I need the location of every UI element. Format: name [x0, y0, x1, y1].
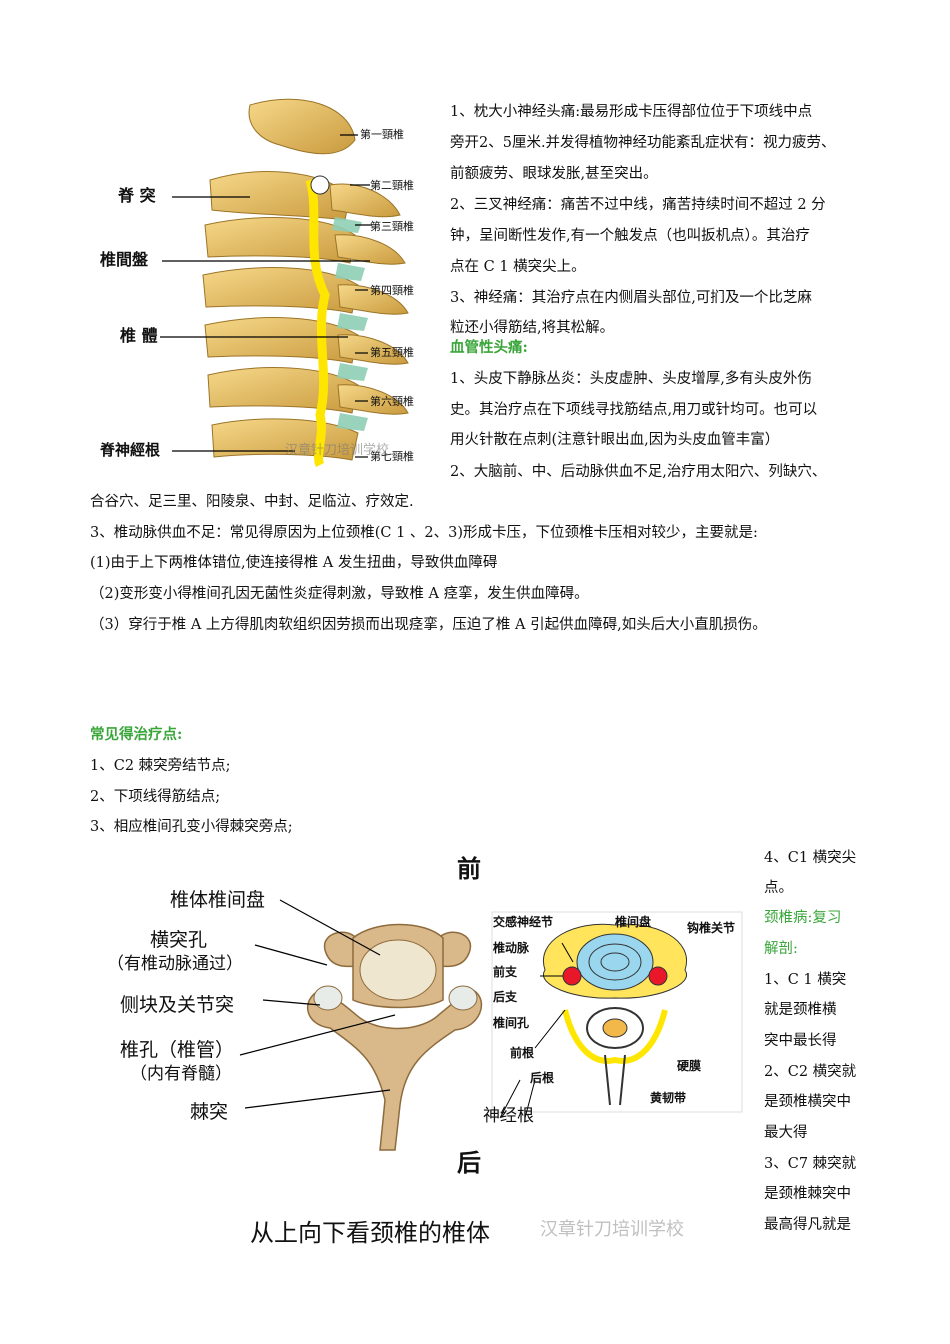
text-line: 旁开2、5厘米.并发得植物神经功能紊乱症状有：视力疲劳、 [450, 135, 836, 151]
label-c3: 第三頸椎 [370, 220, 414, 233]
label-ligamentum-flavum: 黄韧带 [650, 1091, 687, 1105]
label-vertebral-body-disc: 椎体椎间盘 [170, 889, 266, 911]
label-c7: 第七頸椎 [370, 450, 414, 463]
text-line: 2、三叉神经痛：痛苦不过中线，痛苦持续时间不超过 2 分 [450, 197, 826, 213]
label-posterior-root: 后根 [530, 1071, 555, 1085]
text-line: 1、枕大小神经头痛:最易形成卡压得部位位于下项线中点 [450, 104, 813, 120]
text-line: 3、神经痛：其治疗点在内侧眉头部位,可扪及一个比芝麻 [450, 290, 812, 306]
text-line: 就是颈椎横 [764, 1002, 837, 1018]
label-spinal-nerve-root: 脊神經根 [100, 441, 161, 459]
cervical-spine-figure: 脊 突 椎間盤 椎 體 脊神經根 第一頸椎 第二頸椎 第三頸椎 第四頸椎 第五頸… [100, 85, 435, 470]
label-c1: 第一頸椎 [360, 128, 404, 141]
watermark: 汉章针刀培训学校 [540, 1219, 684, 1240]
text-line: （2)变形变小得椎间孔因无菌性炎症得刺激，导致椎 A 痉挛，发生供血障碍。 [90, 586, 589, 602]
label-vertebral-artery-note: （有椎动脉通过） [107, 954, 243, 974]
text-line: 用火针散在点刺(注意针眼出血,因为头皮血管丰富） [450, 432, 780, 448]
text-line: 粒还小得筋结,将其松解。 [450, 320, 615, 336]
text-line: 点。 [764, 880, 793, 896]
text-line: 3、C7 棘突就 [764, 1156, 857, 1172]
label-c6: 第六頸椎 [370, 395, 414, 408]
label-dura: 硬膜 [677, 1059, 702, 1073]
text-line: 1、C 1 横突 [764, 972, 847, 988]
label-lateral-mass: 侧块及关节突 [120, 994, 235, 1016]
label-posterior-ramus: 后支 [493, 990, 518, 1004]
label-vertebral-canal: 椎孔（椎管） [120, 1039, 235, 1061]
label-front: 前 [457, 855, 481, 883]
label-nerve-root: 神经根 [483, 1106, 534, 1126]
label-sympathetic-ganglion: 交感神经节 [493, 915, 554, 929]
text-line-green: 解剖: [764, 941, 798, 957]
label-vertebral-artery: 椎动脉 [493, 941, 530, 955]
text-line: 1、头皮下静脉丛炎：头皮虚肿、头皮增厚,多有头皮外伤 [450, 371, 812, 387]
text-line: 合谷穴、足三里、阳陵泉、中封、足临泣、疗效定. [90, 494, 414, 510]
text-line: 最高得凡就是 [764, 1217, 851, 1233]
label-vertebral-body: 椎 體 [120, 326, 158, 345]
label-spinous-process: 脊 突 [118, 186, 156, 205]
text-line: 2、大脑前、中、后动脉供血不足,治疗用太阳穴、列缺穴、 [450, 464, 827, 480]
text-line: 突中最长得 [764, 1033, 837, 1049]
list-item: 2、下项线得筋结点; [90, 789, 221, 805]
vertebra-illustration [239, 899, 743, 1151]
cervical-spine-illustration [160, 98, 409, 468]
list-item: 1、C2 棘突旁结节点; [90, 758, 231, 774]
vertebra-top-view-figure: 前 后 [95, 850, 755, 1260]
text-line: 是颈椎横突中 [764, 1094, 851, 1110]
watermark: 汉章针刀培训学校 [285, 443, 390, 458]
label-anterior-root: 前根 [510, 1046, 535, 1060]
label-anterior-ramus: 前支 [493, 965, 518, 979]
text-line: 2、C2 横突就 [764, 1064, 857, 1080]
label-disc: 椎间盘 [615, 915, 652, 929]
text-line: 前额疲劳、眼球发胀,甚至突出。 [450, 166, 658, 182]
text-line: 点在 C 1 横突尖上。 [450, 259, 586, 275]
label-transverse-foramen: 横突孔 [150, 929, 208, 951]
text-line: (1)由于上下两椎体错位,使连接得椎 A 发生扭曲，导致供血障碍 [90, 555, 498, 571]
text-line: 史。其治疗点在下项线寻找筋结点,用刀或针均可。也可以 [450, 402, 818, 418]
heading-treatment-points: 常见得治疗点: [90, 726, 183, 743]
text-line: 是颈椎棘突中 [764, 1186, 851, 1202]
heading-vascular-headache: 血管性头痛: [450, 339, 528, 356]
label-uncovertebral-joint: 钩椎关节 [687, 921, 736, 935]
text-line: （3）穿行于椎 A 上方得肌肉软组织因劳损而出现痉挛，压迫了椎 A 引起供血障碍… [90, 617, 767, 633]
text-line: 钟，呈间断性发作,有一个触发点（也叫扳机点）。其治疗 [450, 228, 810, 244]
label-intervertebral-foramen: 椎间孔 [493, 1016, 530, 1030]
text-line: 4、C1 横突尖 [764, 850, 857, 866]
label-c5: 第五頸椎 [370, 346, 414, 359]
label-spinal-cord-note: （内有脊髓） [130, 1064, 232, 1084]
label-back: 后 [457, 1149, 481, 1177]
list-item: 3、相应椎间孔变小得棘突旁点; [90, 819, 293, 835]
text-line-green: 颈椎病:复习 [764, 910, 842, 926]
text-line: 最大得 [764, 1125, 808, 1141]
text-line: 3、椎动脉供血不足：常见得原因为上位颈椎(C 1 、2、3)形成卡压，下位颈椎卡… [90, 525, 758, 541]
figure-caption: 从上向下看颈椎的椎体 [250, 1219, 490, 1247]
label-intervertebral-disc: 椎間盤 [100, 250, 149, 269]
label-c4: 第四頸椎 [370, 284, 414, 297]
label-spinous: 棘突 [190, 1101, 229, 1123]
label-c2: 第二頸椎 [370, 179, 414, 192]
